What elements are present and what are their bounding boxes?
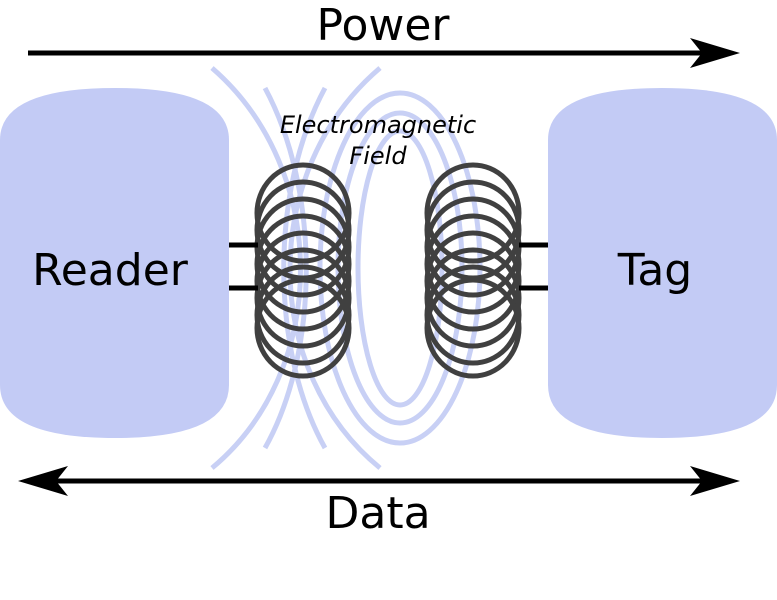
tag-coil xyxy=(424,162,522,379)
reader-leads xyxy=(229,242,258,291)
tag-leads xyxy=(519,242,548,291)
reader-block xyxy=(0,88,229,438)
reader-label: Reader xyxy=(32,245,189,296)
reader-coil xyxy=(254,162,352,379)
power-label: Power xyxy=(316,0,450,51)
tag-block xyxy=(548,88,777,438)
field-label-line2: Field xyxy=(349,142,407,170)
tag-label: Tag xyxy=(617,245,693,296)
field-label-line1: Electromagnetic xyxy=(280,111,476,139)
data-arrow xyxy=(18,466,740,496)
power-arrow xyxy=(28,38,740,68)
data-label: Data xyxy=(325,488,430,539)
